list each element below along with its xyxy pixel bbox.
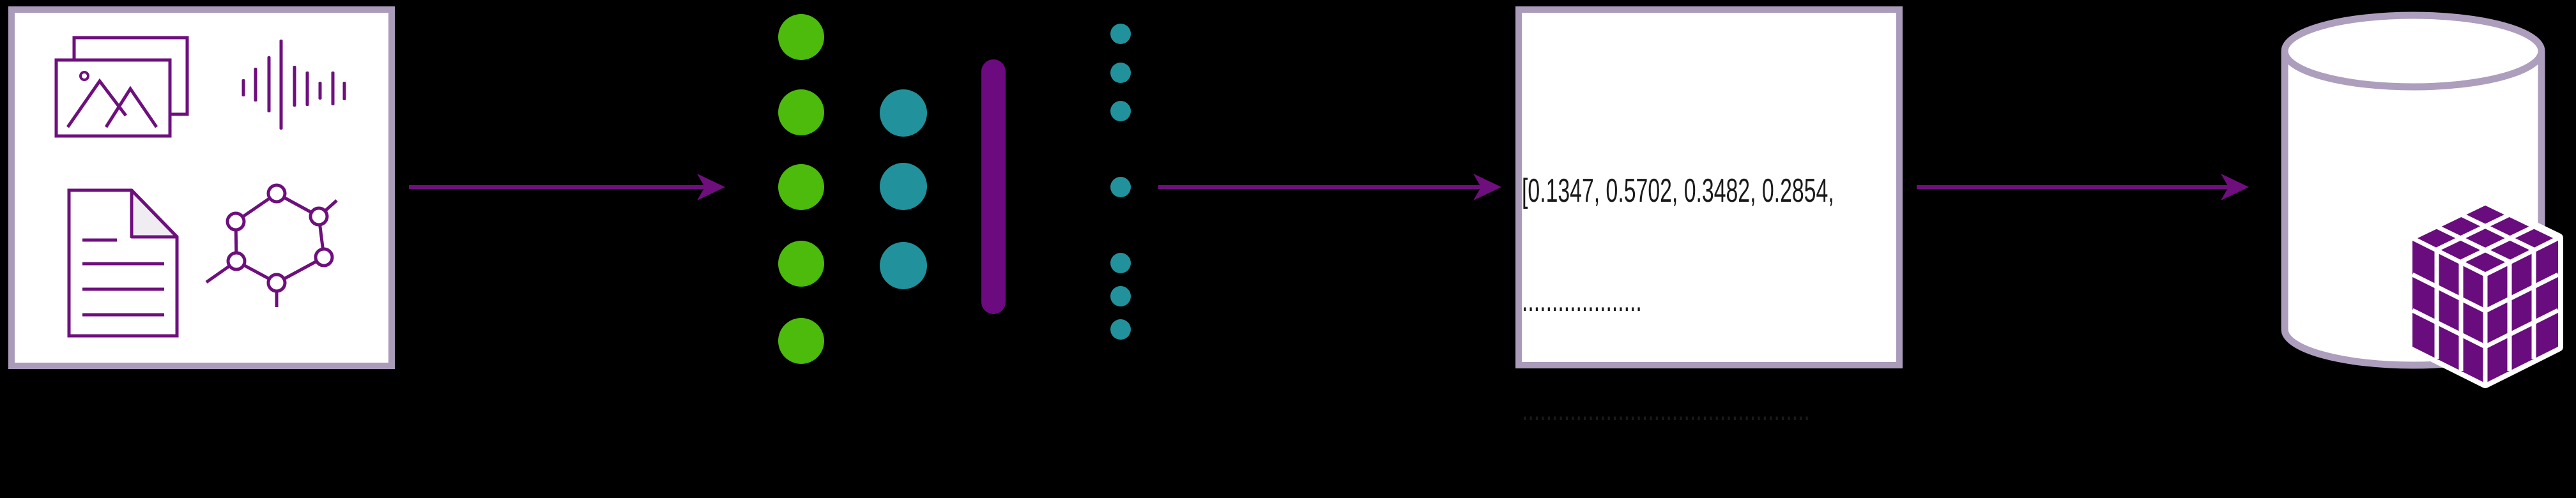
arrow-model-to-vector — [1158, 174, 1501, 200]
vector-line: .................... — [1522, 282, 1642, 319]
embedding-vector-box — [1515, 6, 1903, 368]
network-bottleneck-bar — [981, 59, 1006, 314]
images-icon — [54, 36, 189, 138]
arrow-input-to-model — [409, 174, 725, 200]
vector-line: ........................................… — [1522, 391, 1810, 428]
data-cube-icon — [2407, 198, 2563, 388]
network-hidden-layer — [880, 89, 927, 289]
network-input-layer — [778, 14, 824, 364]
vector-line: [0.1347, 0.5702, 0.3482, 0.2854, — [1522, 172, 1834, 209]
network-output-dots — [1110, 24, 1131, 340]
embedding-vector-text: [0.1347, 0.5702, 0.3482, 0.2854, .......… — [1522, 100, 1896, 498]
molecule-icon — [205, 183, 338, 307]
arrow-vector-to-database — [1917, 174, 2249, 200]
audio-waveform-icon — [241, 40, 346, 130]
document-icon — [67, 188, 179, 338]
